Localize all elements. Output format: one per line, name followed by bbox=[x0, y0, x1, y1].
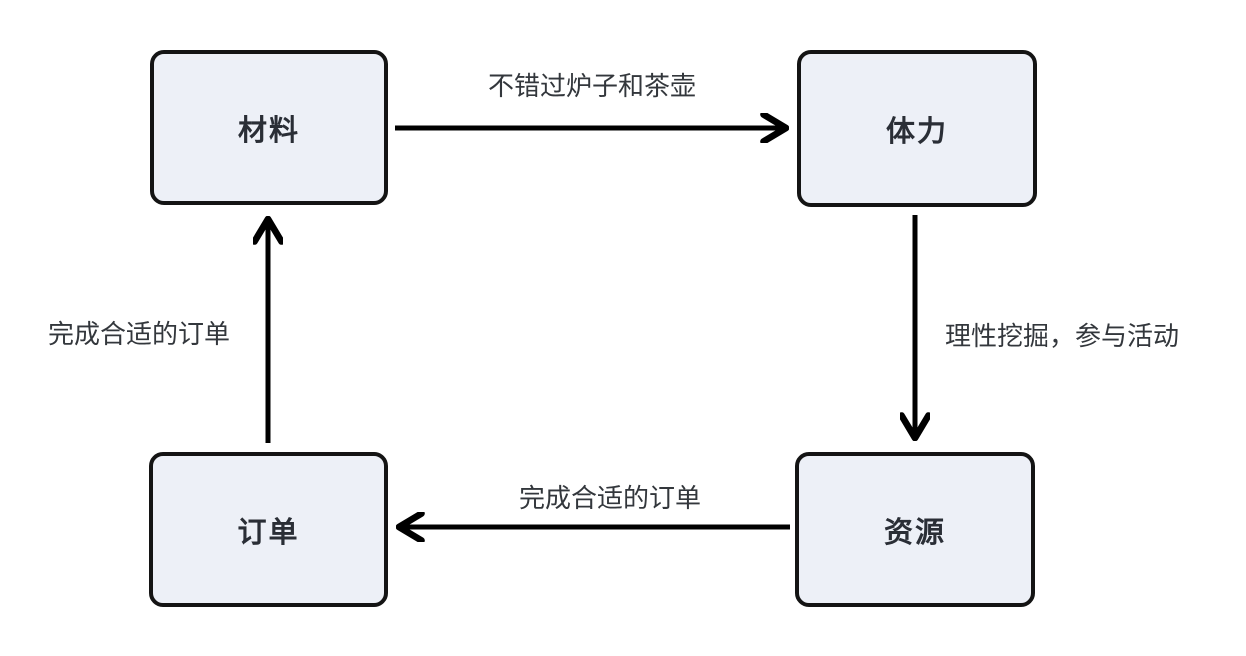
edge-label-orders-to-materials: 完成合适的订单 bbox=[48, 319, 231, 349]
node-orders: 订单 bbox=[149, 452, 388, 607]
node-materials-label: 材料 bbox=[237, 114, 300, 147]
node-resources: 资源 bbox=[795, 452, 1035, 607]
edge-label-stamina-to-resources: 理性挖掘，参与活动 bbox=[945, 321, 1180, 351]
node-resources-label: 资源 bbox=[883, 516, 946, 549]
node-stamina: 体力 bbox=[797, 50, 1037, 207]
node-stamina-label: 体力 bbox=[885, 115, 948, 148]
node-materials: 材料 bbox=[150, 50, 388, 205]
edge-label-resources-to-orders: 完成合适的订单 bbox=[518, 483, 701, 513]
node-orders-label: 订单 bbox=[237, 516, 300, 549]
edge-label-materials-to-stamina: 不错过炉子和茶壶 bbox=[487, 71, 696, 101]
